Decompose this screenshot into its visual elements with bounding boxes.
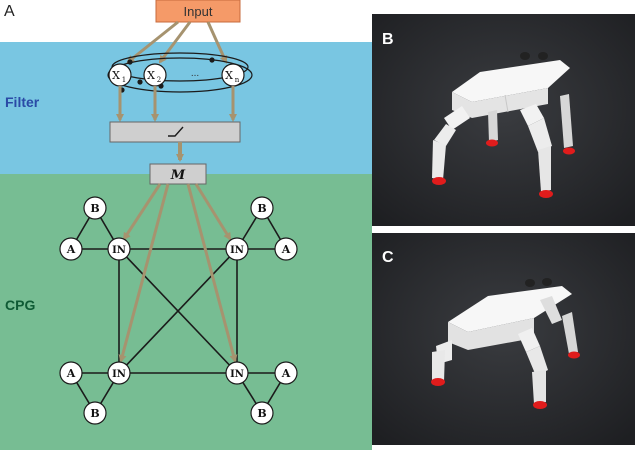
- m-to-in-arrows: [118, 183, 238, 363]
- panel-label-a: A: [4, 3, 15, 20]
- filter-label: Filter: [5, 94, 40, 110]
- a-bl-label: A: [66, 367, 76, 380]
- cpg-node-a-top-left: A: [59, 237, 83, 261]
- in-tl-label: IN: [112, 245, 126, 256]
- filter-node-ellipsis: ...: [191, 68, 199, 79]
- input-box: [155, 0, 241, 23]
- robot-c: [431, 278, 580, 409]
- cpg-node-a-bottom-left: A: [59, 361, 83, 385]
- filter-node-xn: X n: [221, 63, 245, 87]
- panel-label-b: B: [382, 31, 394, 48]
- xn-base: X: [225, 69, 233, 82]
- cpg-region: [0, 174, 372, 450]
- matrix-box: [149, 163, 207, 185]
- render-b-background: [372, 14, 635, 226]
- b-br-label: B: [257, 407, 266, 420]
- cpg-label: CPG: [5, 297, 35, 313]
- panel-c: C: [372, 233, 635, 445]
- rectifier-box: [109, 121, 241, 143]
- cpg-node-a-top-right: A: [274, 237, 298, 261]
- cpg-node-b-bottom-left: B: [83, 401, 107, 425]
- b-bl-label: B: [90, 407, 99, 420]
- cpg-node-b-top-left: B: [83, 196, 107, 220]
- cpg-node-b-bottom-right: B: [250, 401, 274, 425]
- x2-sub: 2: [157, 76, 161, 84]
- in-br-label: IN: [230, 369, 244, 380]
- cpg-node-in-bottom-right: IN: [225, 361, 249, 385]
- cpg-node-a-bottom-right: A: [274, 361, 298, 385]
- b-tr-label: B: [257, 202, 266, 215]
- filter-node-x1: X 1: [108, 63, 132, 87]
- filter-node-x2: X 2: [143, 63, 167, 87]
- matrix-label: M: [170, 168, 186, 183]
- filter-to-rectifier-arrows: [116, 86, 237, 122]
- filter-region: [0, 42, 372, 174]
- in-bl-label: IN: [112, 369, 126, 380]
- a-tr-label: A: [281, 243, 291, 256]
- in-tr-label: IN: [230, 245, 244, 256]
- a-br-label: A: [281, 367, 291, 380]
- panel-b: B: [372, 14, 635, 226]
- x1-base: X: [112, 69, 120, 82]
- panel-a: A Filter CPG Input X 1: [0, 0, 372, 450]
- xn-sub: n: [235, 76, 240, 84]
- cpg-node-in-top-left: IN: [107, 237, 131, 261]
- x2-base: X: [147, 69, 155, 82]
- x1-sub: 1: [122, 76, 126, 84]
- cpg-node-in-top-right: IN: [225, 237, 249, 261]
- cpg-node-in-bottom-left: IN: [107, 361, 131, 385]
- rectifier-icon: [168, 126, 184, 137]
- ring-dots: [119, 57, 215, 93]
- robot-b: [432, 52, 575, 198]
- input-label: Input: [184, 4, 213, 19]
- cpg-node-b-top-right: B: [250, 196, 274, 220]
- input-arrows: [126, 20, 228, 64]
- b-tl-label: B: [90, 202, 99, 215]
- panel-label-c: C: [382, 249, 394, 266]
- a-tl-label: A: [66, 243, 76, 256]
